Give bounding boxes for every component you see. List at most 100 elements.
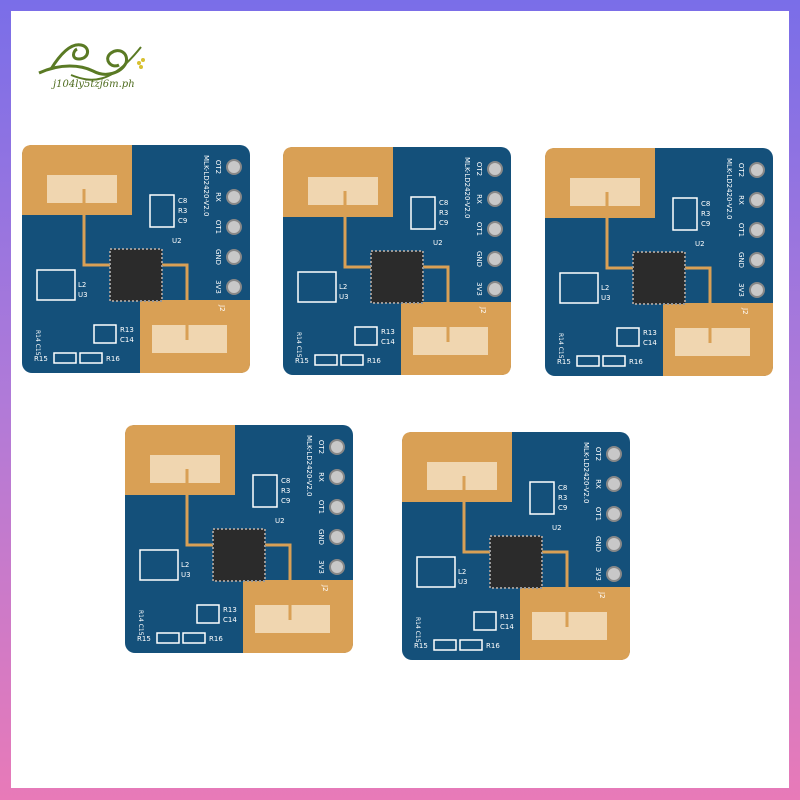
svg-text:R14 C15: R14 C15 xyxy=(34,330,41,356)
svg-text:R13: R13 xyxy=(223,606,237,614)
svg-text:R3: R3 xyxy=(281,487,290,495)
pin-label: OT1 xyxy=(317,500,325,514)
pin-hole xyxy=(606,476,622,492)
svg-text:U3: U3 xyxy=(458,578,468,586)
svg-text:R3: R3 xyxy=(178,207,187,215)
connector-label: J2 xyxy=(321,584,329,592)
svg-text:C14: C14 xyxy=(381,338,395,346)
svg-text:C8: C8 xyxy=(178,197,187,205)
pin-hole xyxy=(487,251,503,267)
svg-text:C8: C8 xyxy=(439,199,448,207)
pin-label: OT1 xyxy=(475,222,483,236)
pin-hole xyxy=(749,252,765,268)
svg-text:U2: U2 xyxy=(172,237,182,245)
antenna-patch xyxy=(675,328,750,356)
pin-label: OT1 xyxy=(214,220,222,234)
svg-text:R16: R16 xyxy=(106,355,120,363)
connector-label: J2 xyxy=(598,591,606,599)
svg-text:C8: C8 xyxy=(281,477,290,485)
pin-label: OT1 xyxy=(737,223,745,237)
pin-hole xyxy=(226,279,242,295)
svg-text:R16: R16 xyxy=(209,635,223,643)
svg-text:C14: C14 xyxy=(500,623,514,631)
pin-label: GND xyxy=(737,252,745,268)
pin-label: OT2 xyxy=(475,162,483,176)
antenna-patch xyxy=(255,605,330,633)
svg-text:L2: L2 xyxy=(601,284,609,292)
svg-text:U2: U2 xyxy=(275,517,285,525)
svg-text:R15: R15 xyxy=(295,357,309,365)
pin-hole xyxy=(606,536,622,552)
radar-module-board: C8 R3 C9 U2 L2 U3 R13 C14 R14 C15 R15 R1… xyxy=(22,145,250,373)
antenna-patch xyxy=(413,327,488,355)
pin-hole xyxy=(329,469,345,485)
antenna-patch xyxy=(570,178,640,206)
pin-hole xyxy=(487,281,503,297)
radar-chip xyxy=(370,250,424,304)
radar-module-board: C8 R3 C9 U2 L2 U3 R13 C14 R14 C15 R15 R1… xyxy=(125,425,353,653)
pin-label: GND xyxy=(594,536,602,552)
model-label: MLK-LD2420-V2.0 xyxy=(725,158,733,219)
svg-text:R16: R16 xyxy=(486,642,500,650)
svg-text:U3: U3 xyxy=(181,571,191,579)
pin-label: RX xyxy=(317,472,325,482)
pin-hole xyxy=(329,499,345,515)
model-label: MLK-LD2420-V2.0 xyxy=(582,442,590,503)
svg-text:R13: R13 xyxy=(381,328,395,336)
pin-hole xyxy=(749,222,765,238)
radar-module-board: C8 R3 C9 U2 L2 U3 R13 C14 R14 C15 R15 R1… xyxy=(402,432,630,660)
pin-hole xyxy=(606,506,622,522)
pin-hole xyxy=(749,162,765,178)
pin-label: 3V3 xyxy=(475,282,483,296)
svg-text:U3: U3 xyxy=(339,293,349,301)
pin-hole xyxy=(487,161,503,177)
pin-label: RX xyxy=(594,479,602,489)
svg-text:C9: C9 xyxy=(178,217,187,225)
svg-text:L2: L2 xyxy=(78,281,86,289)
svg-text:C9: C9 xyxy=(439,219,448,227)
model-label: MLK-LD2420-V2.0 xyxy=(202,155,210,216)
radar-chip xyxy=(489,535,543,589)
pin-hole xyxy=(487,221,503,237)
pin-label: OT2 xyxy=(594,447,602,461)
pin-hole xyxy=(606,446,622,462)
pin-hole xyxy=(749,192,765,208)
svg-text:R15: R15 xyxy=(414,642,428,650)
pin-label: RX xyxy=(475,194,483,204)
antenna-patch xyxy=(308,177,378,205)
svg-text:U3: U3 xyxy=(78,291,88,299)
svg-text:L2: L2 xyxy=(458,568,466,576)
pin-hole xyxy=(329,559,345,575)
svg-text:R3: R3 xyxy=(558,494,567,502)
radar-chip xyxy=(632,251,686,305)
pin-label: 3V3 xyxy=(317,560,325,574)
svg-text:L2: L2 xyxy=(339,283,347,291)
svg-text:R14 C15: R14 C15 xyxy=(557,333,564,359)
svg-text:C14: C14 xyxy=(223,616,237,624)
svg-text:R13: R13 xyxy=(500,613,514,621)
radar-module-board: C8 R3 C9 U2 L2 U3 R13 C14 R14 C15 R15 R1… xyxy=(545,148,773,376)
connector-label: J2 xyxy=(479,306,487,314)
antenna-patch xyxy=(150,455,220,483)
radar-chip xyxy=(212,528,266,582)
radar-chip xyxy=(109,248,163,302)
svg-text:C14: C14 xyxy=(643,339,657,347)
svg-text:R15: R15 xyxy=(557,358,571,366)
svg-text:U3: U3 xyxy=(601,294,611,302)
pin-label: OT2 xyxy=(317,440,325,454)
pin-label: OT2 xyxy=(737,163,745,177)
svg-text:R16: R16 xyxy=(367,357,381,365)
pin-label: OT1 xyxy=(594,507,602,521)
brand-logo-icon xyxy=(38,43,145,81)
pin-label: 3V3 xyxy=(214,280,222,294)
pin-label: RX xyxy=(737,195,745,205)
pin-hole xyxy=(487,191,503,207)
svg-text:C8: C8 xyxy=(701,200,710,208)
pin-label: OT2 xyxy=(214,160,222,174)
svg-text:R14 C15: R14 C15 xyxy=(414,617,421,643)
svg-text:C14: C14 xyxy=(120,336,134,344)
svg-text:R15: R15 xyxy=(137,635,151,643)
svg-text:C8: C8 xyxy=(558,484,567,492)
watermark-text: j104ly5tzj6m.ph xyxy=(53,79,135,90)
pin-hole xyxy=(606,566,622,582)
